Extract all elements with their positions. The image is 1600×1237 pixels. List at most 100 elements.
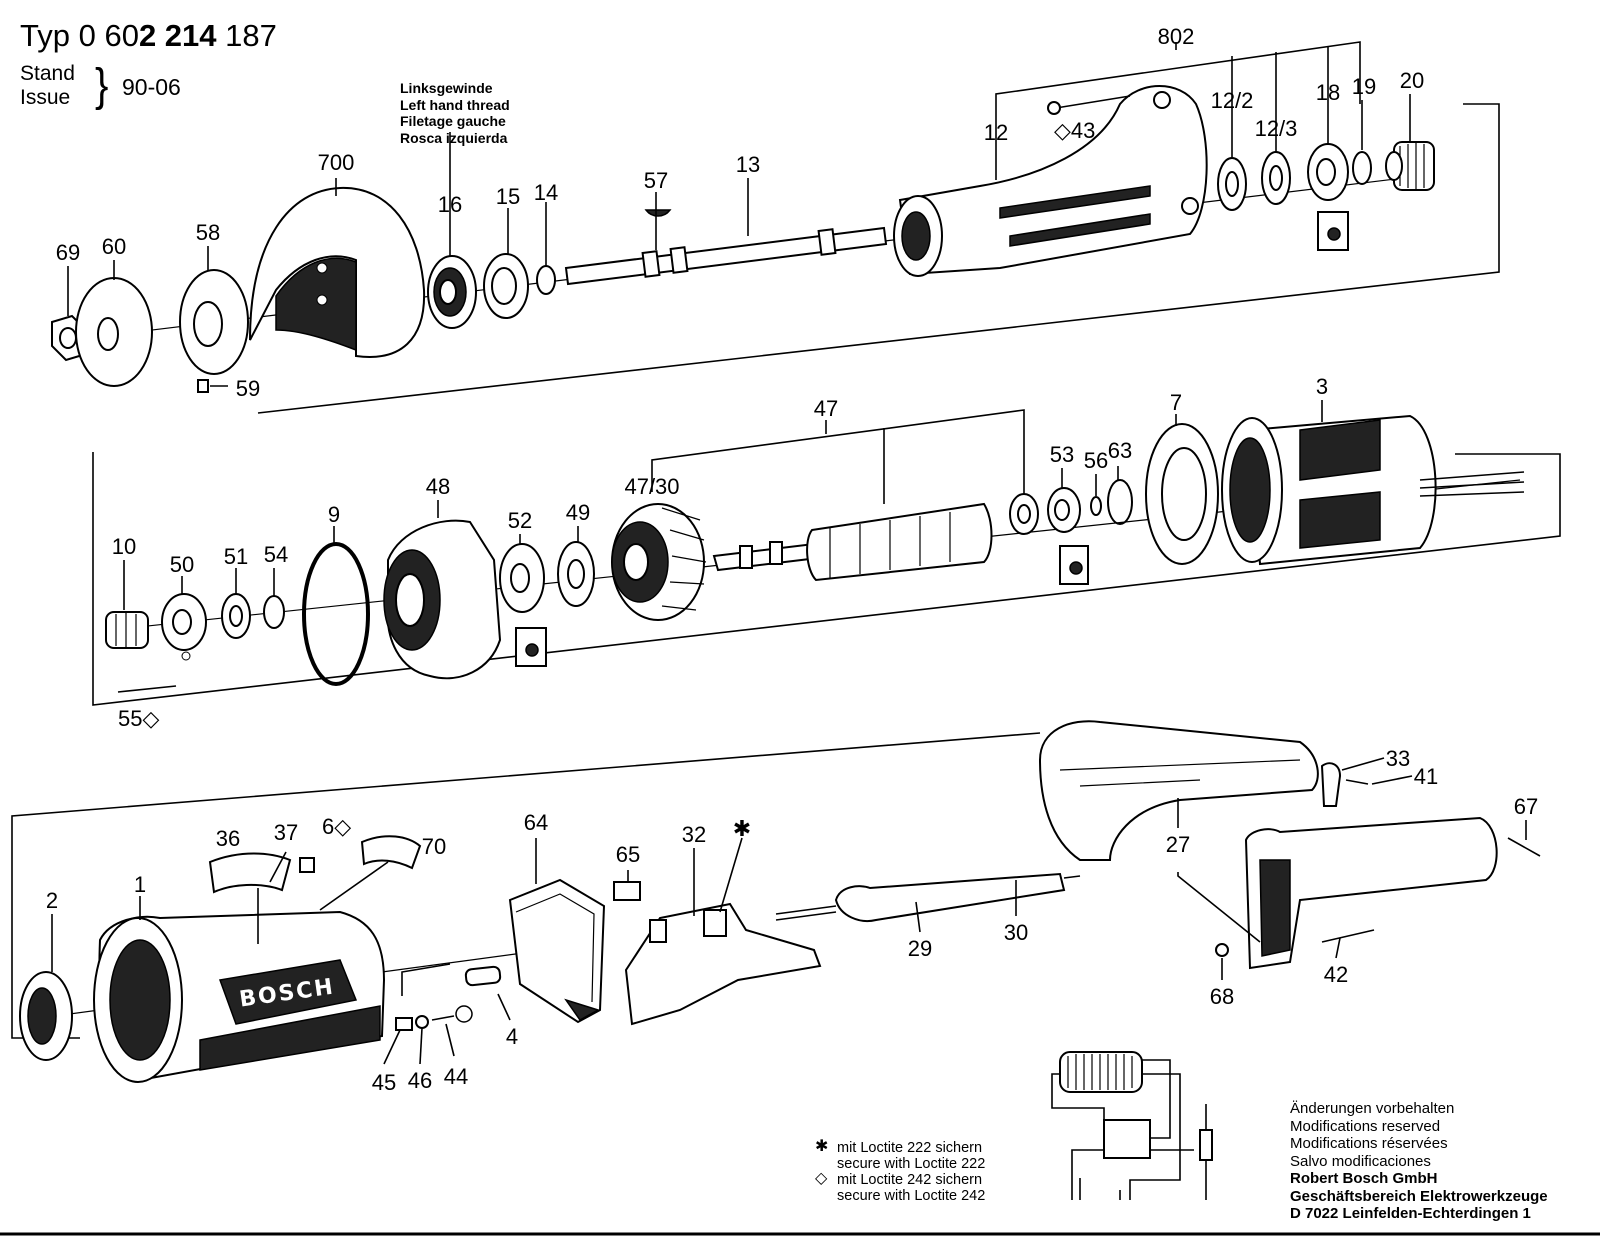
thread-note-es: Rosca izquierda [400,129,508,146]
switch-32-part [624,902,822,1026]
diamond-icon: ◇ [1054,118,1071,143]
washer-14-part [536,265,556,295]
notes-de: Änderungen vorbehalten [1290,1100,1455,1117]
notes-fr: Modifications réservées [1290,1135,1448,1152]
callout-14: 14 [534,180,558,205]
callout-37: 37 [274,820,298,845]
callout-70: 70 [422,834,446,859]
loctite-legend: ✱ mit Loctite 222 sichern secure with Lo… [815,1139,986,1205]
callout-10: 10 [112,534,136,559]
armature-47-part [712,502,993,582]
callout-65: 65 [616,842,640,867]
bearing-flange-48-part [383,519,502,680]
ball-bearing-16-part [427,255,477,329]
callout-2: 2 [46,888,58,913]
field-stator-3-part [1221,414,1525,566]
callout-3: 3 [1316,374,1328,399]
diamond-icon: ◇ [815,1170,828,1187]
callout-56: 56 [1084,448,1108,473]
callout-13: 13 [736,152,760,177]
callout-52: 52 [508,508,532,533]
callout-27: 27 [1166,832,1190,857]
callout-42: 42 [1324,962,1348,987]
ball-bearing-52-part [499,543,547,667]
callout-700: 700 [318,150,355,175]
callout-32: 32 [682,822,706,847]
wire-bracket [401,963,451,996]
typ-bold: 2 214 [138,18,217,53]
fan-47-30-part [611,503,707,621]
callout-55-number: 55 [118,706,142,731]
screw-44-part [431,1015,455,1021]
flange-part [179,269,249,393]
legend-diamond-en: secure with Loctite 242 [837,1188,986,1204]
bearing-plate-50-part [161,593,207,661]
callout-12-2: 12/2 [1211,88,1254,113]
callout-49: 49 [566,500,590,525]
callout-6: 6◇ [322,814,351,839]
suppressor-65-part [613,881,641,901]
legend-star-en: secure with Loctite 222 [837,1156,986,1172]
thread-note-de: Linksgewinde [400,80,493,96]
left-hand-thread-note: Linksgewinde Left hand thread Filetage g… [400,80,510,146]
callout-47-30: 47/30 [624,474,679,499]
callout-7: 7 [1170,390,1182,415]
star-callout-icon: ✱ [733,816,751,841]
nut-68-part [1215,943,1229,957]
callout-44: 44 [444,1064,468,1089]
ball-bearing-18-part [1307,143,1349,251]
callout-46: 46 [408,1068,432,1093]
callout-16: 16 [438,192,462,217]
legend-star-row: ✱ mit Loctite 222 sichern secure with Lo… [815,1139,986,1173]
callout-29: 29 [908,936,932,961]
company-name: Robert Bosch GmbH [1290,1170,1438,1187]
modification-notes: Änderungen vorbehalten Modifications res… [1290,1100,1548,1223]
screw-6-part [299,857,315,873]
callout-67: 67 [1514,794,1538,819]
callout-68: 68 [1210,984,1234,1009]
company-division: Geschäftsbereich Elektrowerkzeuge [1290,1187,1548,1205]
screw-43-part [1047,95,1131,115]
callout-12: 12 [984,120,1008,145]
motor-housing-1-part [93,910,386,1083]
callout-30: 30 [1004,920,1028,945]
label-plate-36-part [208,852,292,894]
brace-icon: } [95,60,109,111]
notes-es: Salvo modificaciones [1290,1152,1431,1170]
wheel-guard-part [249,186,426,358]
screw-41-part [1345,779,1369,785]
callout-36: 36 [216,826,240,851]
retaining-ring-19-part [1352,151,1372,185]
callout-60: 60 [102,234,126,259]
terminal-45-part [395,1017,413,1031]
pinion-10-part [105,611,149,649]
company-address: D 7022 Leinfelden-Echterdingen 1 [1290,1205,1531,1222]
bearing-cover-49-part [557,541,595,607]
thread-note-fr: Filetage gauche [400,113,506,129]
washer-54-part [263,595,285,629]
callout-51: 51 [224,544,248,569]
callout-1: 1 [134,872,146,897]
callout-47: 47 [814,396,838,421]
wiring-schematic [1051,1051,1213,1200]
callout-69: 69 [56,240,80,265]
panel-frame-top [257,103,1500,414]
spindle-part [564,226,888,286]
o-ring-9-part [302,542,370,686]
ground-symbol-icon [455,1005,473,1023]
stand-label: Stand [20,62,75,85]
callout-9: 9 [328,502,340,527]
diamond-icon: ◇ [334,814,351,839]
callout-45: 45 [372,1070,396,1095]
callout-18: 18 [1316,80,1340,105]
callout-labels: 69 60 58 59 700 16 15 14 57 13 12 ◇43 80… [46,24,1538,1095]
ball-bearing-15-part [483,253,529,319]
power-cable-29-part [775,872,1081,922]
callout-55: 55◇ [118,706,159,731]
callout-4: 4 [506,1024,518,1049]
leader-lines-top [67,41,1411,387]
callout-59: 59 [236,376,260,401]
callout-43: ◇43 [1054,118,1095,143]
diamond-icon: ◇ [142,706,159,731]
